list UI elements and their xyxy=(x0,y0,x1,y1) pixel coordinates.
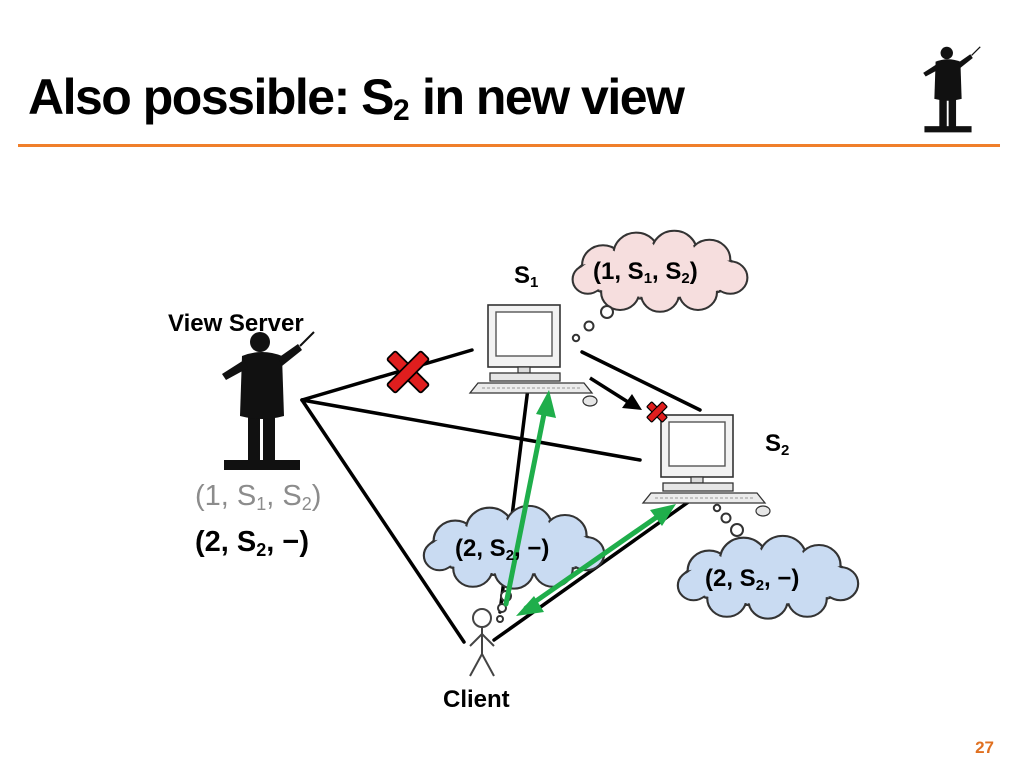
client-s2-arrow xyxy=(523,509,667,611)
s2-label: S2 xyxy=(765,430,790,459)
s1-to-s2-arrow xyxy=(589,376,642,410)
link-vs-s2 xyxy=(300,398,642,462)
old-view: (1, S1, S2) xyxy=(195,480,322,514)
link-vs-s1 xyxy=(300,348,474,402)
link-vs-client xyxy=(300,398,466,644)
client-label: Client xyxy=(443,686,510,713)
current-view: (2, S2, −) xyxy=(195,526,309,560)
view-server-conductor-icon xyxy=(221,331,315,471)
s2-arrowhead xyxy=(650,504,676,526)
s2-computer-icon xyxy=(642,414,771,517)
s1-bubble-text: (1, S1, S2) xyxy=(593,258,698,287)
s2-thought-dots xyxy=(712,503,744,537)
title-underline xyxy=(18,144,1000,147)
dropped-message-x-icon xyxy=(646,401,668,423)
s1-computer-icon xyxy=(469,304,598,407)
client-arrowhead xyxy=(516,596,544,616)
client-request-arrows xyxy=(503,390,676,616)
client-to-s1-arrow xyxy=(503,401,549,607)
view-server-label: View Server xyxy=(168,310,304,337)
slide-title: Also possible: S2 in new view xyxy=(28,69,685,127)
client-stick-figure-icon xyxy=(469,608,495,677)
logo-conductor-icon xyxy=(922,46,981,133)
page-number: 27 xyxy=(975,738,994,757)
s2-bubble-text: (2, S2, −) xyxy=(705,565,800,594)
link-s1-s2 xyxy=(580,350,702,412)
client-bubble-text: (2, S2, −) xyxy=(455,535,550,564)
client-to-s1-arrowhead xyxy=(536,390,556,418)
s1-thought-dots xyxy=(571,305,614,343)
s1-label: S1 xyxy=(514,262,539,291)
failed-link-x-icon xyxy=(386,350,430,394)
